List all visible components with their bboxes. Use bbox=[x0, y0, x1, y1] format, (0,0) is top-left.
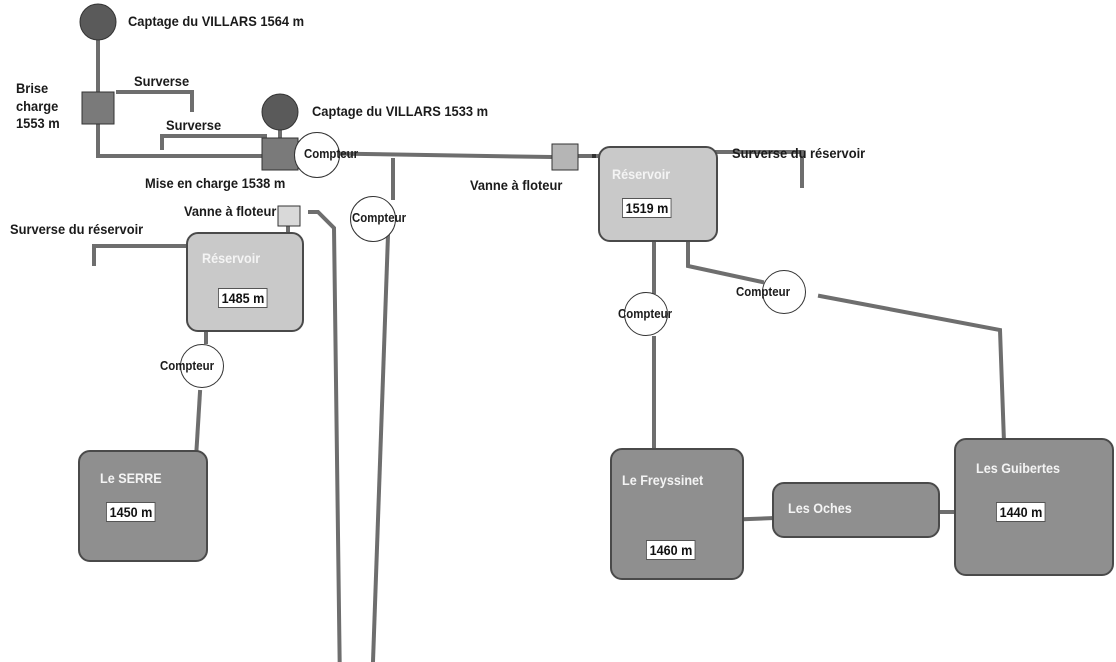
valve-right-dot bbox=[592, 154, 596, 158]
pipe-surverse-2 bbox=[160, 134, 267, 150]
brise-charge-block bbox=[81, 91, 115, 125]
meter-5-label: Compteur bbox=[736, 284, 791, 299]
village-guibertes: Les Guibertes 1440 m bbox=[954, 438, 1114, 576]
valve-left-block bbox=[277, 205, 301, 227]
surverse-reservoir-right-label: Surverse du réservoir bbox=[732, 145, 866, 161]
surverse-reservoir-left-label: Surverse du réservoir bbox=[10, 221, 144, 237]
pipe-meter-to-serre bbox=[193, 389, 203, 461]
meter-1-label: Compteur bbox=[304, 146, 359, 161]
pipe-loop-right bbox=[370, 232, 391, 662]
source-1564-icon bbox=[79, 3, 117, 41]
meter-4-icon bbox=[624, 292, 668, 336]
valve-left-label: Vanne à floteur bbox=[184, 203, 277, 219]
village-guibertes-title: Les Guibertes bbox=[976, 460, 1061, 476]
village-freyssinet-altitude: 1460 m bbox=[646, 540, 696, 560]
mise-en-charge-label: Mise en charge 1538 m bbox=[145, 175, 286, 191]
valve-right-label: Vanne à floteur bbox=[470, 177, 563, 193]
village-serre-altitude: 1450 m bbox=[106, 502, 156, 522]
mise-en-charge-block bbox=[261, 137, 299, 171]
village-oches-title: Les Oches bbox=[788, 500, 852, 516]
reservoir-right-altitude: 1519 m bbox=[622, 198, 672, 218]
source-1533-label: Captage du VILLARS 1533 m bbox=[312, 103, 489, 119]
meter-3-label: Compteur bbox=[160, 358, 215, 373]
village-freyssinet: Le Freyssinet 1460 m bbox=[610, 448, 744, 580]
meter-4-label: Compteur bbox=[618, 306, 673, 321]
village-freyssinet-title: Le Freyssinet bbox=[622, 472, 704, 488]
meter-2-icon bbox=[350, 196, 396, 242]
pipe-to-guibertes bbox=[817, 293, 1007, 445]
village-serre-title: Le SERRE bbox=[100, 470, 162, 486]
village-oches: Les Oches bbox=[772, 482, 940, 538]
pipe-to-right-valve bbox=[297, 150, 553, 160]
reservoir-right: Réservoir 1519 m bbox=[598, 146, 718, 242]
pipe-res-to-meter-4 bbox=[686, 234, 765, 285]
meter-1-icon bbox=[294, 132, 340, 178]
surverse-label-2: Surverse bbox=[166, 117, 222, 133]
pipe-surverse-left bbox=[92, 244, 220, 266]
pipe-surverse-right bbox=[714, 150, 804, 188]
source-1564-label: Captage du VILLARS 1564 m bbox=[128, 13, 305, 29]
village-serre: Le SERRE 1450 m bbox=[78, 450, 208, 562]
pipe-loop-left bbox=[308, 210, 342, 662]
reservoir-left-altitude: 1485 m bbox=[218, 288, 268, 308]
pipe-surverse-1 bbox=[116, 90, 194, 112]
source-1533-icon bbox=[261, 93, 299, 131]
valve-right-block bbox=[551, 143, 579, 171]
village-guibertes-altitude: 1440 m bbox=[996, 502, 1046, 522]
reservoir-right-title: Réservoir bbox=[612, 166, 671, 182]
reservoir-left: Réservoir 1485 m bbox=[186, 232, 304, 332]
meter-2-label: Compteur bbox=[352, 210, 407, 225]
meter-5-icon bbox=[762, 270, 806, 314]
brise-charge-label: Brise charge 1553 m bbox=[16, 80, 60, 131]
surverse-label-1: Surverse bbox=[134, 73, 190, 89]
reservoir-left-title: Réservoir bbox=[202, 250, 261, 266]
meter-3-icon bbox=[180, 344, 224, 388]
